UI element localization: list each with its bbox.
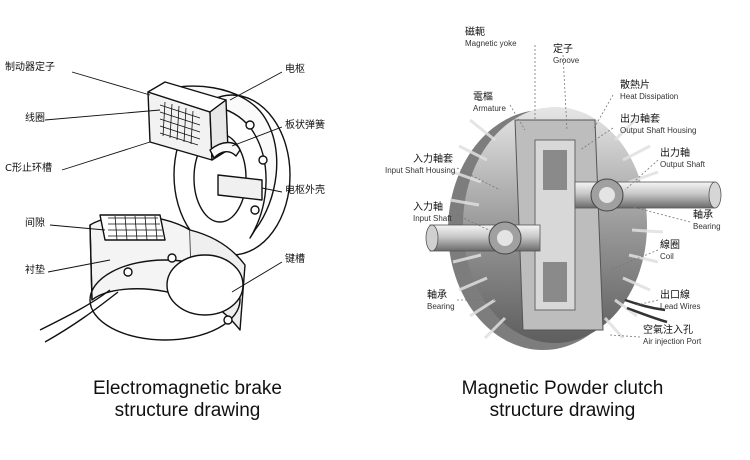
label-heat-dissipation: 散熱片 Heat Dissipation [620, 80, 678, 102]
label-heat-dissipation-en: Heat Dissipation [620, 92, 679, 101]
label-input-shaft-housing-cn: 入力軸套 [413, 154, 453, 165]
label-keyway: 键槽 [285, 254, 305, 265]
brake-illustration [39, 71, 291, 343]
label-bearing-right-cn: 軸承 [693, 210, 713, 221]
label-input-shaft-housing: 入力軸套 Input Shaft Housing [385, 154, 455, 176]
label-bearing-left-cn: 軸承 [427, 290, 447, 301]
label-c-ring-groove: C形止环槽 [5, 163, 52, 174]
label-shim: 衬垫 [25, 265, 45, 276]
label-groove: 定子 Groove [553, 44, 579, 66]
label-magnetic-yoke-en: Magnetic yoke [465, 39, 517, 48]
label-armature-clutch: 電樞 Armature [473, 92, 506, 114]
label-leaf-spring: 板状弹簧 [285, 120, 325, 131]
label-input-shaft: 入力軸 Input Shaft [413, 202, 452, 224]
label-armature-cn: 電樞 [473, 92, 493, 103]
label-output-shaft-cn: 出力軸 [660, 148, 690, 159]
label-coil-en: Coil [660, 252, 674, 261]
label-heat-dissipation-cn: 散熱片 [620, 80, 650, 91]
label-lead-wires-en: Lead Wires [660, 302, 701, 311]
label-bearing-right-en: Bearing [693, 222, 721, 231]
label-air-injection-port-cn: 空氣注入孔 [643, 325, 693, 336]
label-stator: 制动器定子 [5, 62, 55, 73]
brake-caption: Electromagnetic brake structure drawing [0, 378, 375, 422]
label-bearing-right: 軸承 Bearing [693, 210, 721, 232]
label-air-injection-port: 空氣注入孔 Air injection Port [643, 325, 701, 347]
brake-caption-line-2: structure drawing [114, 400, 261, 421]
label-armature-shell: 电枢外壳 [285, 185, 325, 196]
label-magnetic-yoke-cn: 磁軛 [465, 27, 485, 38]
label-output-shaft-housing: 出力軸套 Output Shaft Housing [620, 114, 697, 136]
brake-caption-line-1: Electromagnetic brake [92, 378, 283, 399]
label-input-shaft-housing-en: Input Shaft Housing [385, 166, 456, 175]
clutch-illustration [425, 45, 722, 350]
brake-panel: 制动器定子 线圈 C形止环槽 间隙 衬垫 电枢 板状弹簧 电枢外壳 键槽 Ele… [0, 62, 375, 422]
label-input-shaft-en: Input Shaft [413, 214, 452, 223]
label-armature: 电枢 [285, 64, 305, 75]
label-air-injection-port-en: Air injection Port [643, 337, 702, 346]
clutch-panel: 磁軛 Magnetic yoke 定子 Groove 散熱片 Heat Diss… [375, 0, 750, 460]
label-output-shaft-en: Output Shaft [660, 160, 705, 169]
label-coil-cn: 線圈 [660, 240, 680, 251]
label-groove-en: Groove [553, 56, 580, 65]
label-gap: 间隙 [25, 218, 45, 229]
clutch-caption: Magnetic Powder clutch structure drawing [375, 378, 750, 422]
label-output-shaft: 出力軸 Output Shaft [660, 148, 705, 170]
label-magnetic-yoke: 磁軛 Magnetic yoke [465, 27, 517, 49]
label-groove-cn: 定子 [553, 44, 573, 55]
label-lead-wires-cn: 出口線 [660, 290, 690, 301]
clutch-caption-line-2: structure drawing [489, 400, 636, 421]
label-armature-en: Armature [473, 104, 506, 113]
label-lead-wires: 出口線 Lead Wires [660, 290, 700, 312]
label-coil: 线圈 [25, 113, 45, 124]
clutch-caption-line-1: Magnetic Powder clutch [461, 378, 664, 399]
label-bearing-left-en: Bearing [427, 302, 455, 311]
label-coil-clutch: 線圈 Coil [660, 240, 680, 262]
label-output-shaft-housing-en: Output Shaft Housing [620, 126, 697, 135]
label-output-shaft-housing-cn: 出力軸套 [620, 114, 660, 125]
label-bearing-left: 軸承 Bearing [427, 290, 455, 312]
label-input-shaft-cn: 入力軸 [413, 202, 443, 213]
